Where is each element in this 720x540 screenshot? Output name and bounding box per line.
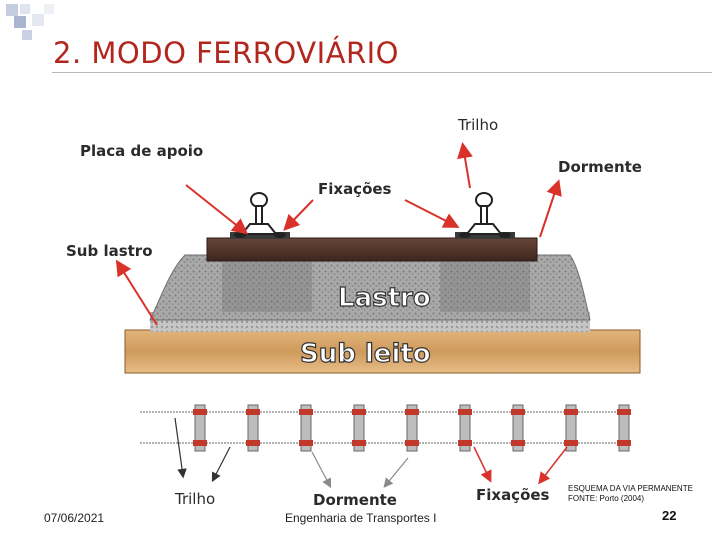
plan-fastener	[352, 440, 366, 446]
rail-right	[455, 192, 515, 239]
plan-sleeper	[353, 404, 365, 452]
plan-sleeper	[512, 404, 524, 452]
label-trilho: Trilho	[458, 116, 499, 134]
arrow-plan-trilho-1	[174, 417, 187, 479]
plan-sleeper	[194, 404, 206, 452]
lastro-shadow-right	[440, 262, 530, 312]
arrow-plan-trilho-2	[211, 446, 231, 483]
plan-fastener	[617, 409, 631, 415]
decor-square	[32, 14, 44, 26]
arrow-plan-fixacoes-2	[538, 446, 568, 485]
plan-label-dormente: Dormente	[313, 491, 397, 509]
label-placa-de-apoio: Placa de apoio	[80, 142, 204, 160]
plan-sleeper	[618, 404, 630, 452]
arrow-plan-fixacoes-1	[473, 446, 492, 483]
plan-fastener	[299, 409, 313, 415]
plan-label-trilho: Trilho	[175, 490, 216, 508]
plan-sleeper	[565, 404, 577, 452]
plan-sleeper	[406, 404, 418, 452]
plan-fastener	[193, 409, 207, 415]
arrow-trilho	[457, 142, 473, 189]
plan-fastener	[458, 409, 472, 415]
label-dormente: Dormente	[558, 158, 642, 176]
slide-title: 2. MODO FERROVIÁRIO	[53, 36, 399, 70]
decor-square	[6, 4, 18, 16]
plan-fastener	[246, 440, 260, 446]
arrow-fixacoes-left	[283, 199, 314, 231]
arrow-dormente	[539, 179, 562, 238]
subleito-label: Sub leito	[300, 339, 431, 369]
caption-line-1: ESQUEMA DA VIA PERMANENTE	[568, 484, 693, 493]
plan-label-fixacoes: Fixações	[476, 486, 550, 504]
caption-line-2: FONTE: Porto (2004)	[568, 494, 645, 503]
plan-fastener	[246, 409, 260, 415]
sleeper	[206, 237, 538, 262]
arrow-sub-lastro	[115, 259, 158, 326]
lastro-label: Lastro	[338, 283, 431, 313]
plan-fastener	[564, 440, 578, 446]
plan-fastener	[352, 409, 366, 415]
decor-square	[22, 30, 32, 40]
plan-fastener	[564, 409, 578, 415]
page-number: 22	[662, 508, 677, 523]
plan-fastener	[617, 440, 631, 446]
plan-sleeper	[300, 404, 312, 452]
lastro-layer	[149, 254, 591, 321]
subleito-layer	[124, 329, 641, 374]
plan-view	[140, 404, 631, 452]
plan-fastener	[458, 440, 472, 446]
plan-fastener	[299, 440, 313, 446]
arrow-plan-dormente-1	[311, 451, 332, 489]
footer-course: Engenharia de Transportes I	[285, 511, 437, 525]
lastro-shadow-left	[222, 262, 312, 312]
arrow-plan-dormente-2	[383, 457, 409, 488]
rail-left	[230, 192, 290, 239]
plan-fastener	[193, 440, 207, 446]
footer-date: 07/06/2021	[44, 511, 105, 525]
plan-sleeper	[247, 404, 259, 452]
title-divider	[52, 72, 712, 73]
plan-fastener	[405, 440, 419, 446]
plan-fastener	[405, 409, 419, 415]
arrow-placa-de-apoio	[185, 184, 249, 235]
decor-square	[14, 16, 26, 28]
decor-square	[44, 4, 54, 14]
decor-square	[20, 4, 30, 14]
label-fixacoes: Fixações	[318, 180, 392, 198]
arrow-fixacoes-right	[404, 199, 460, 228]
plan-fastener	[511, 440, 525, 446]
label-sub-lastro: Sub lastro	[66, 242, 153, 260]
plan-fastener	[511, 409, 525, 415]
plan-sleeper	[459, 404, 471, 452]
